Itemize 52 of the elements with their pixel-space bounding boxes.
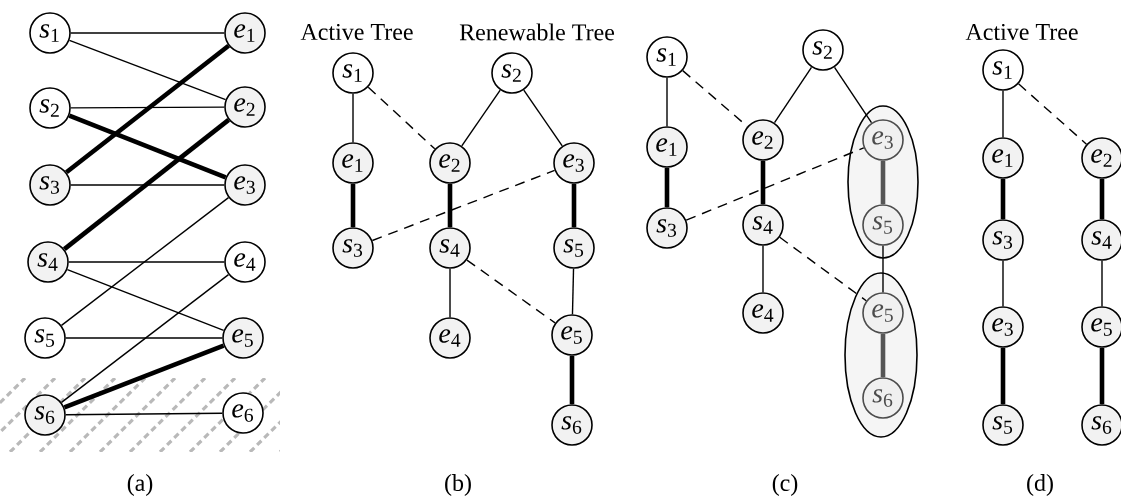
edge-line <box>65 43 230 175</box>
edge-line <box>773 66 813 124</box>
edge-line <box>461 89 501 147</box>
edge-line <box>62 118 231 251</box>
edge-line <box>65 412 223 416</box>
edge-line <box>664 167 670 208</box>
edge-line <box>523 89 563 147</box>
panel-caption: (b) <box>445 474 471 496</box>
edge-line <box>1099 178 1105 220</box>
edge-line <box>70 32 225 34</box>
panel-caption: (a) <box>127 474 153 496</box>
tree-title: Active Tree <box>965 23 1078 41</box>
edge-line <box>466 259 556 324</box>
edge-line <box>1099 347 1105 405</box>
edge-line <box>371 169 556 242</box>
edge-line <box>68 39 227 101</box>
edge-line <box>760 160 766 205</box>
edge-line <box>63 343 225 410</box>
edge-line <box>833 66 873 124</box>
edge-line <box>367 86 436 150</box>
edge-line <box>1017 83 1088 145</box>
edge-line <box>569 355 575 405</box>
tree-title: Active Tree <box>300 23 413 41</box>
edge-line <box>880 160 886 205</box>
edge-line <box>66 268 225 332</box>
edge-line <box>350 183 356 228</box>
edge-line <box>70 184 225 186</box>
edge-line <box>1101 260 1103 307</box>
edge-line <box>762 245 764 293</box>
edge-line <box>60 196 230 327</box>
edge-line <box>666 77 668 127</box>
edge-line <box>779 236 867 302</box>
edge-line <box>882 245 884 293</box>
edge-line <box>70 106 225 109</box>
edge-line <box>1000 347 1006 405</box>
edge-line <box>68 113 227 180</box>
edge-line <box>352 93 354 143</box>
edge-line <box>449 268 451 318</box>
panel-caption: (c) <box>772 474 798 496</box>
edge-line <box>60 273 230 404</box>
edge-line <box>1000 178 1006 220</box>
tree-title: Renewable Tree <box>459 23 615 41</box>
edge-line <box>571 183 577 228</box>
edge-line <box>65 337 223 339</box>
edge-line <box>1002 260 1004 307</box>
edge-line <box>880 333 886 378</box>
edge-line <box>1002 90 1004 138</box>
panel-caption: (d) <box>1027 474 1053 496</box>
edge-line <box>571 268 575 315</box>
edge-line <box>685 147 865 221</box>
edge-line <box>447 183 453 228</box>
edge-line <box>68 261 225 263</box>
